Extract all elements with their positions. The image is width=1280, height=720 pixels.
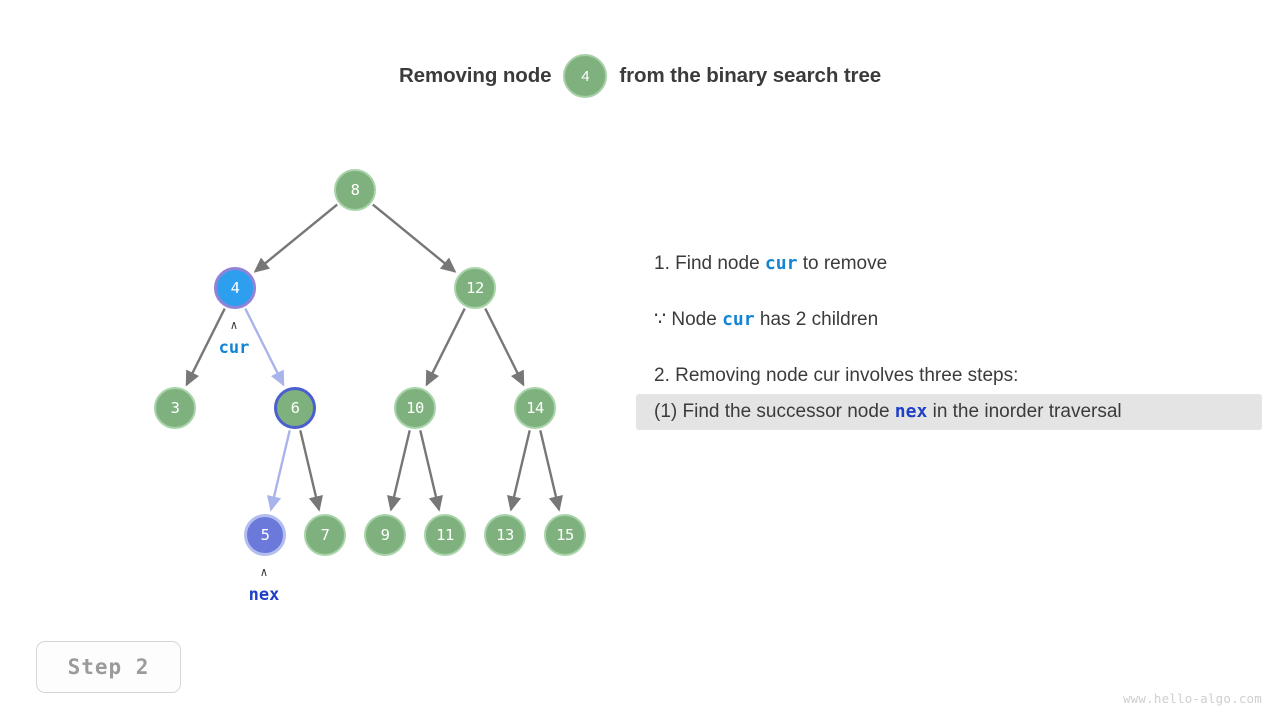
tree-edge (244, 308, 285, 387)
page-title: Removing node 4 from the binary search t… (0, 52, 1280, 100)
tree-edge (507, 430, 531, 512)
pointer-caret-nex: ∧ (260, 565, 268, 579)
line4-suffix: in the inorder traversal (927, 401, 1122, 422)
tree-node-15[interactable]: 15 (544, 514, 586, 556)
spacer-2 (636, 338, 1262, 358)
tree-edge (372, 203, 457, 273)
title-prefix: Removing node (398, 64, 552, 87)
pointer-caret-cur: ∧ (230, 318, 238, 332)
line2-suffix: has 2 children (754, 309, 879, 330)
line4-prefix: (1) Find the successor node (654, 401, 895, 422)
tree-node-13[interactable]: 13 (484, 514, 526, 556)
explanation-line-1: 1. Find node cur to remove (636, 246, 1262, 282)
line1-prefix: 1. Find node (654, 253, 765, 274)
explanation-line-4-highlighted: (1) Find the successor node nex in the i… (636, 394, 1262, 430)
tree-node-10[interactable]: 10 (394, 387, 436, 429)
tree-node-11[interactable]: 11 (424, 514, 466, 556)
tree-node-8[interactable]: 8 (334, 169, 376, 211)
tree-node-4[interactable]: 4 (214, 267, 256, 309)
spacer-1 (636, 282, 1262, 302)
tree-node-6[interactable]: 6 (274, 387, 316, 429)
tree-node-3[interactable]: 3 (154, 387, 196, 429)
tree-edge (425, 308, 466, 387)
line1-keyword-cur: cur (764, 253, 798, 274)
tree-edge (539, 430, 563, 512)
line2-keyword-cur: cur (722, 309, 755, 330)
tree-edge (419, 430, 443, 512)
tree-edge (267, 430, 291, 512)
tree-node-9[interactable]: 9 (364, 514, 406, 556)
tree-edge (253, 203, 338, 273)
watermark: www.hello-algo.com (1122, 691, 1262, 706)
title-node-badge: 4 (563, 54, 608, 98)
line1-suffix: to remove (797, 253, 888, 274)
explanation-panel: 1. Find node cur to remove ∵ Node cur ha… (636, 246, 1262, 430)
tree-edge (387, 430, 411, 512)
tree-edge (185, 308, 226, 387)
tree-edges-layer (185, 203, 563, 512)
tree-node-14[interactable]: 14 (514, 387, 556, 429)
line4-keyword-nex: nex (894, 401, 928, 422)
tree-edge (484, 308, 525, 387)
line2-prefix: ∵ Node (654, 309, 723, 330)
pointer-label-cur: cur (218, 338, 250, 358)
explanation-line-3: 2. Removing node cur involves three step… (654, 365, 1019, 386)
tree-node-7[interactable]: 7 (304, 514, 346, 556)
explanation-line-2: ∵ Node cur has 2 children (636, 302, 1262, 338)
title-suffix: from the binary search tree (619, 64, 882, 87)
tree-node-12[interactable]: 12 (454, 267, 496, 309)
pointer-label-nex: nex (248, 585, 280, 605)
tree-node-5[interactable]: 5 (244, 514, 286, 556)
tree-edge (299, 430, 323, 512)
step-badge: Step 2 (36, 641, 181, 693)
